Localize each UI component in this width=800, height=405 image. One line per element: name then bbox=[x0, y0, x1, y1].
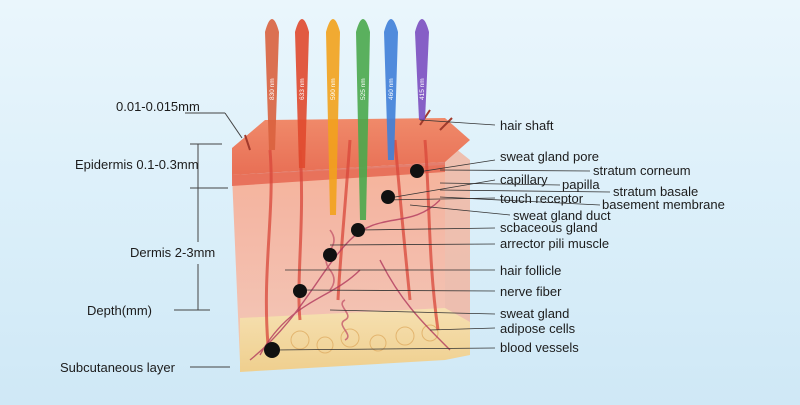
basement-membrane-label: basement membrane bbox=[602, 197, 725, 212]
stratum-corneum-label: stratum corneum bbox=[593, 163, 691, 178]
blood-vessels-label: blood vessels bbox=[500, 340, 579, 355]
wavelength-rod-label: 633 nm bbox=[299, 78, 306, 100]
arrector-pili-label: arrector pili muscle bbox=[500, 236, 610, 251]
hair-shaft-label: hair shaft bbox=[500, 118, 554, 133]
wavelength-rod-label: 590 nm bbox=[330, 78, 337, 100]
dermis-label: Dermis 2-3mm bbox=[130, 245, 216, 260]
leader-lines bbox=[274, 119, 611, 351]
sebaceous-gland-label: scbaceous gland bbox=[500, 220, 598, 235]
sweat-gland-duct-label: sweat gland duct bbox=[513, 208, 611, 223]
wavelength-rod-label: 525 nm bbox=[360, 78, 367, 100]
depth-label: Depth(mm) bbox=[87, 303, 153, 318]
sweat-gland-pore-label: sweat gland pore bbox=[500, 149, 600, 164]
papilla-label: papilla bbox=[562, 177, 600, 192]
wavelength-rods: 830 nm 633 nm 590 nm 525 nm 460 nm 415 nm bbox=[265, 19, 429, 220]
stratum-basale-label: stratum basale bbox=[613, 184, 699, 199]
subcutaneous-label: Subcutaneous layer bbox=[60, 360, 175, 375]
touch-receptor-label: touch receptor bbox=[500, 191, 584, 206]
nerve-fiber-label: nerve fiber bbox=[500, 284, 562, 299]
wavelength-rod-label: 830 nm bbox=[269, 78, 276, 100]
wavelength-rod bbox=[265, 19, 279, 150]
epidermis-label: Epidermis 0.1-0.3mm bbox=[75, 157, 199, 172]
marker-dot bbox=[264, 342, 280, 358]
wavelength-rod-label: 415 nm bbox=[419, 78, 426, 100]
marker-dot bbox=[381, 190, 395, 204]
wavelength-rod bbox=[326, 19, 340, 215]
capillary-label: capillary bbox=[500, 172, 548, 187]
wavelength-rod-label: 460 nm bbox=[388, 78, 395, 100]
left-brackets bbox=[174, 112, 243, 368]
marker-dot bbox=[323, 248, 337, 262]
adipose-cells-label: adipose cells bbox=[500, 321, 576, 336]
marker-dot bbox=[410, 164, 424, 178]
wavelength-rod bbox=[356, 19, 370, 220]
wavelength-rod bbox=[384, 19, 398, 160]
sweat-gland-label: sweat gland bbox=[500, 306, 570, 321]
marker-dot bbox=[351, 223, 365, 237]
hair-follicle-label: hair follicle bbox=[500, 263, 562, 278]
marker-dots bbox=[264, 164, 424, 358]
thickness-label: 0.01-0.015mm bbox=[116, 99, 200, 114]
wavelength-rod bbox=[415, 19, 429, 120]
wavelength-rod bbox=[295, 19, 309, 168]
marker-dot bbox=[293, 284, 307, 298]
skin-block bbox=[232, 109, 470, 372]
